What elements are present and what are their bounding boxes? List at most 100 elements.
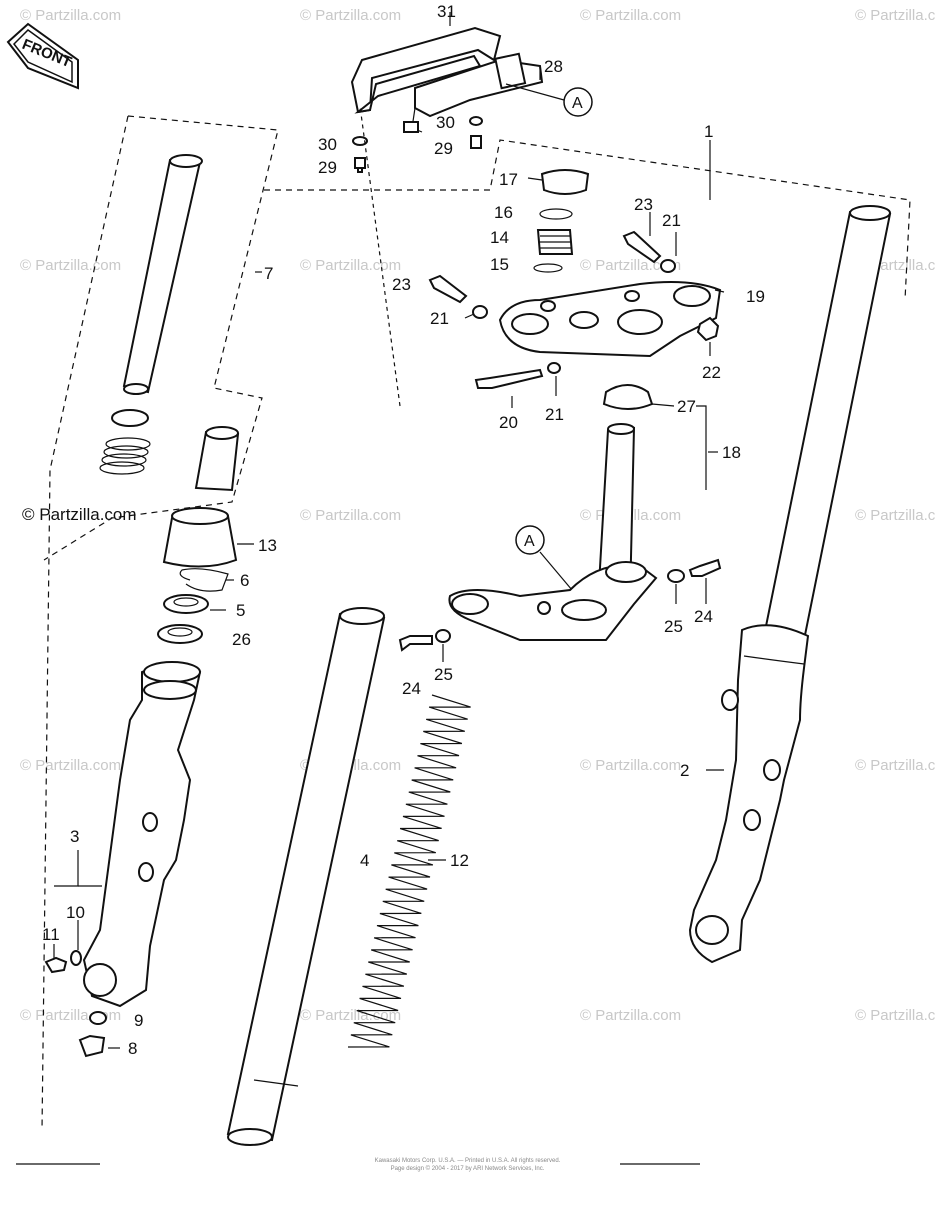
- part-30-washer-right: [469, 116, 483, 126]
- footer-page-design: Page design © 2004 - 2017 by ARI Network…: [390, 1166, 545, 1172]
- watermark-prominent: © Partzilla.com: [22, 505, 137, 524]
- callout-8: 8: [128, 1039, 137, 1058]
- callout-1: 1: [704, 122, 713, 141]
- part-26-washer: [157, 624, 203, 644]
- callout-2: 2: [680, 761, 689, 780]
- watermark: © Partzilla.com: [20, 757, 121, 774]
- part-4-inner-tube-left: [226, 607, 386, 1146]
- callout-21-center: 21: [545, 405, 564, 424]
- callout-20: 20: [499, 413, 518, 432]
- watermark: © Partzilla.com: [20, 257, 121, 274]
- callout-31: 31: [437, 2, 456, 21]
- callout-25-left: 25: [434, 665, 453, 684]
- part-1-fork-tube-right: [762, 205, 892, 642]
- part-5-oil-seal: [163, 594, 209, 614]
- part-31-bracket: [350, 26, 544, 133]
- watermark: © Partzilla.com: [580, 1007, 681, 1024]
- callout-30-right: 30: [436, 113, 455, 132]
- part-7-piston-ring: [111, 409, 149, 427]
- watermark: © Partzilla.com: [300, 507, 401, 524]
- callout-3: 3: [70, 827, 79, 846]
- callout-4: 4: [360, 851, 369, 870]
- part-23-bolt-left: [428, 274, 468, 304]
- watermark: © Partzilla.com: [300, 257, 401, 274]
- footer: Kawasaki Motors Corp. U.S.A. — Printed i…: [0, 1157, 935, 1173]
- callout-19: 19: [746, 287, 765, 306]
- watermark: © Partzilla.com: [855, 1007, 935, 1024]
- part-29-bolt-left: [354, 157, 366, 173]
- callout-7: 7: [264, 264, 273, 283]
- group-outline-steering: [264, 139, 911, 301]
- watermark: © Partzilla.com: [855, 757, 935, 774]
- callout-24-right: 24: [694, 607, 713, 626]
- part-6-retaining-ring: [179, 568, 229, 592]
- part-12-fork-spring: [347, 694, 471, 1048]
- callout-5: 5: [236, 601, 245, 620]
- part-16-circlip: [539, 208, 573, 220]
- callout-11: 11: [42, 925, 60, 944]
- callout-9: 9: [134, 1011, 143, 1030]
- callout-25-right: 25: [664, 617, 683, 636]
- front-arrow-icon: FRONT: [6, 22, 79, 90]
- part-15-o-ring: [533, 263, 563, 273]
- callout-21-left: 21: [430, 309, 449, 328]
- callout-17: 17: [499, 170, 518, 189]
- callout-24-left: 24: [402, 679, 421, 698]
- part-3-fork-slider-left: [82, 661, 202, 1008]
- callout-18: 18: [722, 443, 741, 462]
- callout-6: 6: [240, 571, 249, 590]
- callout-22: 22: [702, 363, 721, 382]
- part-8-bolt: [78, 1034, 106, 1058]
- callout-13: 13: [258, 536, 277, 555]
- watermark: © Partzilla.com: [580, 757, 681, 774]
- part-21-washer-left: [472, 305, 488, 319]
- callout-23-left: 23: [392, 275, 411, 294]
- part-20-bolt: [474, 368, 544, 389]
- part-2-fork-slider-right: [688, 624, 810, 964]
- callout-28: 28: [544, 57, 563, 76]
- part-21-washer-center: [547, 362, 561, 374]
- watermark: © Partzilla.com: [300, 7, 401, 24]
- part-29-bolt-right: [470, 135, 482, 149]
- part-23-bolt-right: [622, 230, 662, 264]
- callout-12: 12: [450, 851, 469, 870]
- part-24-bolt-left: [398, 635, 433, 652]
- svg-text:A: A: [572, 95, 583, 112]
- callout-26: 26: [232, 630, 251, 649]
- part-19-upper-bracket: [498, 281, 722, 358]
- svg-text:A: A: [524, 533, 535, 550]
- callout-29-left: 29: [318, 158, 337, 177]
- watermark: © Partzilla.com: [580, 7, 681, 24]
- watermark: © Partzilla.com: [20, 7, 121, 24]
- part-13-dust-seal: [162, 507, 238, 568]
- part-24-bolt-right: [688, 558, 722, 577]
- callout-15: 15: [490, 255, 509, 274]
- watermark: © Partzilla.com: [855, 7, 935, 24]
- leader-lines: [16, 12, 725, 1165]
- part-7-oil-lock-piece: [194, 426, 240, 492]
- footer-copyright: Kawasaki Motors Corp. U.S.A. — Printed i…: [374, 1158, 561, 1164]
- part-27-cap: [602, 384, 654, 410]
- part-22-nut: [696, 316, 720, 342]
- callout-21-right: 21: [662, 211, 681, 230]
- part-7-damper-rod: [122, 154, 203, 395]
- watermark: © Partzilla.com: [300, 1007, 401, 1024]
- part-11-bolt: [44, 956, 68, 974]
- reference-marker-bottom: A: [515, 525, 573, 591]
- part-7-rebound-spring: [99, 437, 151, 475]
- part-21-washer-right: [660, 259, 676, 273]
- callout-27: 27: [677, 397, 696, 416]
- part-18-steering-stem: [448, 423, 658, 641]
- watermark-layer: © Partzilla.com © Partzilla.com © Partzi…: [20, 7, 935, 1024]
- part-17-cap: [540, 169, 590, 195]
- callout-labels: 31 28 1 30 29 30 29 17 16 14 15 23 21 23…: [42, 2, 765, 1058]
- part-30-washer-left: [352, 136, 368, 146]
- callout-10: 10: [66, 903, 85, 922]
- part-25-washer-left: [435, 629, 451, 643]
- callout-14: 14: [490, 228, 509, 247]
- callout-23-right: 23: [634, 195, 653, 214]
- watermark: © Partzilla.com: [855, 507, 935, 524]
- reference-marker-top: A: [505, 83, 593, 117]
- callout-29-right: 29: [434, 139, 453, 158]
